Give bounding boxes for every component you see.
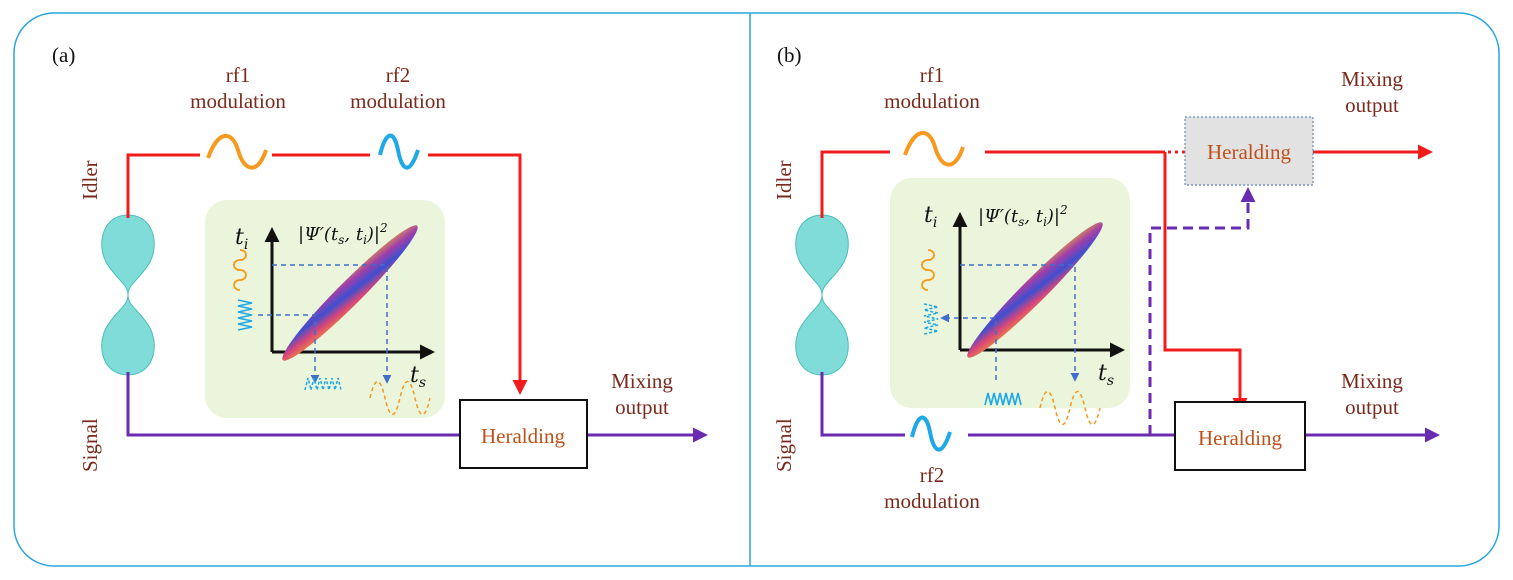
rf2-label-b-line2: modulation bbox=[884, 489, 980, 513]
signal-label-b: Signal bbox=[772, 418, 796, 472]
idler-label-b: Idler bbox=[772, 160, 796, 200]
rf2-waveform-b bbox=[910, 415, 952, 452]
outer-frame bbox=[13, 12, 1500, 567]
rf1-waveform-b bbox=[903, 130, 965, 167]
guide-blue bbox=[258, 314, 320, 384]
mixing-output-top-label-line2: output bbox=[1345, 93, 1399, 117]
panel-b: (b) rf1 modulation Heralding Mixing outp… bbox=[772, 43, 1440, 513]
guide-orange bbox=[272, 264, 392, 384]
herald-trigger-dashed bbox=[1148, 187, 1256, 435]
ts-label-b: ts bbox=[1098, 361, 1114, 389]
heralding-label: Heralding bbox=[481, 424, 565, 448]
idler-blue-wave-b bbox=[923, 303, 939, 335]
rf2-label-b: rf2 bbox=[920, 463, 945, 487]
guide-orange-b bbox=[960, 264, 1080, 382]
rf2-label: rf2 bbox=[386, 63, 411, 87]
mixing-output-bottom-label-line2: output bbox=[1345, 395, 1399, 419]
idler-branch-down bbox=[1163, 152, 1248, 413]
jsa-inset: ti ts |Ψ′(ts, ti)|2 bbox=[205, 200, 445, 418]
heralding-box-top bbox=[1184, 116, 1314, 186]
signal-orange-wave-b bbox=[1039, 390, 1101, 426]
signal-label: Signal bbox=[78, 418, 102, 472]
idler-orange-wave bbox=[233, 249, 247, 291]
jsa-ellipse bbox=[282, 225, 418, 361]
rf1-label-b: rf1 bbox=[920, 63, 945, 87]
ts-label: ts bbox=[410, 363, 426, 391]
signal-path-b bbox=[820, 372, 905, 437]
heralding-bottom-label: Heralding bbox=[1198, 426, 1282, 450]
jsa-inset-b: ti ts |Ψ′(ts, ti)|2 bbox=[890, 178, 1130, 426]
rf1-label: rf1 bbox=[226, 63, 251, 87]
rf1-label-b-line2: modulation bbox=[884, 89, 980, 113]
mixing-output-top-label: Mixing bbox=[1341, 67, 1403, 91]
jsa-ellipse-b bbox=[967, 222, 1103, 358]
mixing-output-label-line2: output bbox=[615, 395, 669, 419]
heralding-box bbox=[459, 399, 588, 469]
heralding-top-label: Heralding bbox=[1207, 140, 1291, 164]
mixing-output-label: Mixing bbox=[611, 369, 673, 393]
ti-label-b: ti bbox=[924, 203, 937, 231]
mixing-output-bottom-label: Mixing bbox=[1341, 369, 1403, 393]
jsa-formula-b: |Ψ′(ts, ti)|2 bbox=[978, 203, 1068, 229]
ti-label: ti bbox=[235, 225, 248, 253]
idler-blue-wave bbox=[237, 299, 253, 331]
panel-b-label: (b) bbox=[777, 43, 802, 67]
rf2-label-line2: modulation bbox=[350, 89, 446, 113]
panel-a-label: (a) bbox=[52, 43, 75, 67]
idler-label: Idler bbox=[78, 160, 102, 200]
heralding-box-bottom bbox=[1174, 401, 1306, 471]
signal-orange-wave bbox=[369, 380, 431, 416]
rf1-label-line2: modulation bbox=[190, 89, 286, 113]
jsa-formula: |Ψ′(ts, ti)|2 bbox=[298, 221, 388, 247]
idler-path-b bbox=[820, 150, 890, 218]
panel-a: (a) rf1 modulation rf2 modulation Idler … bbox=[52, 43, 708, 472]
rf2-waveform bbox=[378, 133, 420, 170]
signal-path bbox=[126, 372, 460, 437]
idler-path bbox=[126, 153, 200, 218]
guide-blue-b bbox=[940, 313, 997, 380]
signal-blue-wave-b bbox=[984, 392, 1022, 406]
photon-pair-source-b bbox=[795, 214, 849, 376]
rf1-waveform bbox=[206, 133, 268, 170]
idler-path-to-herald bbox=[428, 153, 528, 395]
idler-orange-wave-b bbox=[921, 249, 935, 291]
photon-pair-source bbox=[101, 214, 155, 376]
